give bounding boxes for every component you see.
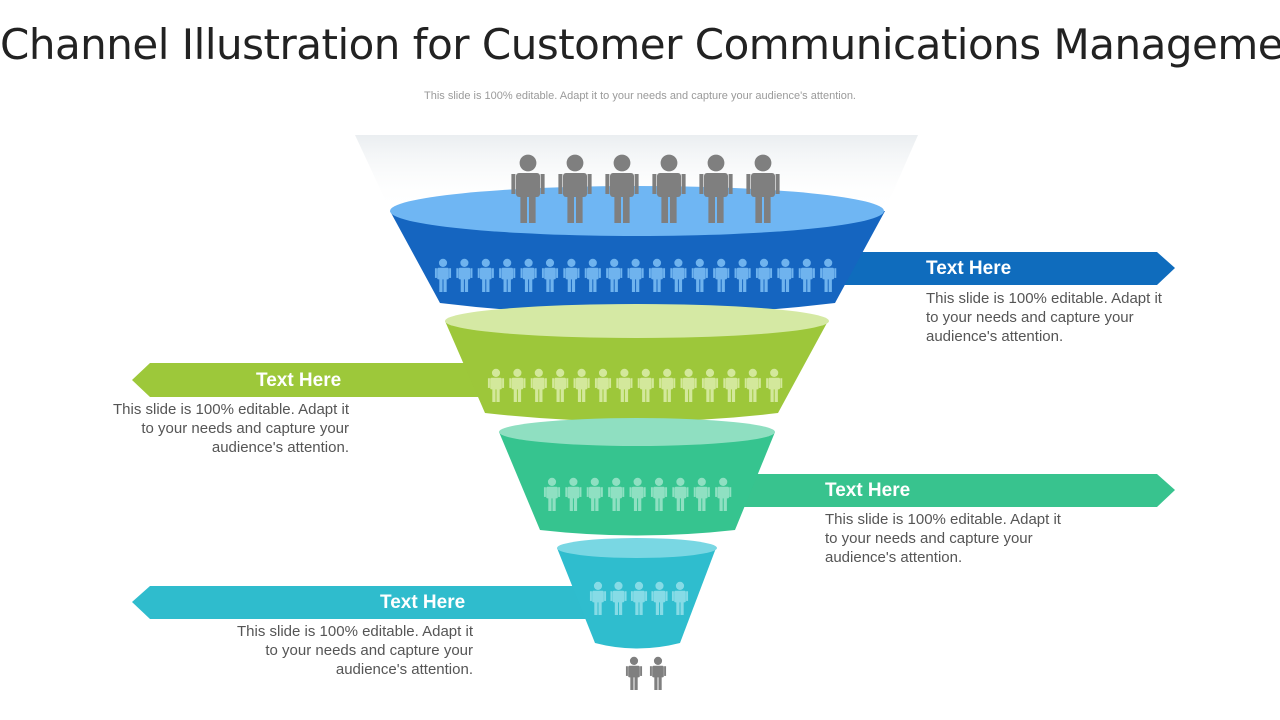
page-title: Channel Illustration for Customer Commun…: [0, 20, 1280, 69]
person-icon: [723, 368, 740, 402]
stage-4-desc-line: This slide is 100% editable. Adapt it: [237, 623, 473, 640]
stage-4-arrow: [132, 586, 600, 619]
person-icon: [605, 154, 639, 223]
person-icon: [586, 477, 603, 511]
person-icon: [671, 581, 689, 615]
stage-2-heading: Text Here: [256, 370, 342, 391]
stage-3-top: [499, 418, 775, 446]
stage-1-desc-line: This slide is 100% editable. Adapt it: [926, 290, 1162, 307]
person-icon: [487, 368, 505, 402]
person-icon: [477, 258, 494, 292]
person-icon: [715, 477, 732, 511]
stage-2-people: [487, 368, 783, 402]
stage-3-heading: Text Here: [825, 480, 911, 501]
stage-1-arrow: [835, 252, 1175, 285]
person-icon: [563, 258, 580, 292]
person-icon: [652, 154, 686, 223]
person-icon: [766, 368, 783, 402]
person-icon: [434, 258, 452, 292]
person-icon: [616, 368, 633, 402]
stage-2-top: [445, 304, 829, 338]
stage-1-people: [434, 258, 837, 292]
stage-2-desc-line: This slide is 100% editable. Adapt it: [113, 401, 349, 418]
person-icon: [680, 368, 697, 402]
person-icon: [509, 368, 526, 402]
person-icon: [713, 258, 730, 292]
person-icon: [672, 477, 689, 511]
stage-4-heading: Text Here: [380, 592, 466, 613]
person-icon: [627, 258, 644, 292]
person-icon: [610, 581, 627, 615]
person-icon: [651, 581, 668, 615]
person-icon: [755, 258, 773, 292]
person-icon: [691, 258, 708, 292]
stage-2-arrow: [132, 363, 490, 397]
person-icon: [552, 368, 569, 402]
page-subtitle: This slide is 100% editable. Adapt it to…: [424, 90, 856, 102]
stage-1-description: This slide is 100% editable. Adapt it to…: [926, 289, 1186, 346]
person-icon: [746, 154, 780, 223]
person-icon: [649, 656, 667, 690]
stage-4-desc-line: to your needs and capture your: [265, 642, 473, 659]
person-icon: [520, 258, 537, 292]
bottom-people: [625, 656, 667, 690]
person-icon: [594, 368, 612, 402]
person-icon: [630, 581, 648, 615]
stage-4-people: [589, 581, 689, 615]
person-icon: [820, 258, 837, 292]
stage-2-desc-line: audience's attention.: [211, 439, 349, 456]
stage-4-top: [557, 538, 717, 558]
person-icon: [734, 258, 751, 292]
person-icon: [565, 477, 582, 511]
stage-1-desc-line: to your needs and capture your: [926, 309, 1134, 326]
person-icon: [744, 368, 761, 402]
person-icon: [650, 477, 668, 511]
person-icon: [543, 477, 561, 511]
person-icon: [541, 258, 559, 292]
person-icon: [637, 368, 654, 402]
person-icon: [629, 477, 646, 511]
person-icon: [699, 154, 733, 223]
stage-1-heading: Text Here: [926, 258, 1012, 279]
stage-3-people: [543, 477, 732, 511]
stage-3-description: This slide is 100% editable. Adapt it to…: [825, 510, 1085, 567]
stage-3-desc-line: audience's attention.: [825, 549, 963, 566]
person-icon: [606, 258, 623, 292]
person-icon: [701, 368, 719, 402]
person-icon: [456, 258, 473, 292]
person-icon: [499, 258, 516, 292]
person-icon: [798, 258, 815, 292]
stage-4-description: This slide is 100% editable. Adapt it to…: [213, 622, 473, 679]
person-icon: [530, 368, 547, 402]
person-icon: [558, 154, 592, 223]
person-icon: [573, 368, 590, 402]
person-icon: [648, 258, 666, 292]
person-icon: [511, 154, 545, 223]
person-icon: [693, 477, 710, 511]
person-icon: [625, 656, 643, 690]
stage-3-desc-line: to your needs and capture your: [825, 530, 1033, 547]
person-icon: [777, 258, 794, 292]
person-icon: [589, 581, 607, 615]
person-icon: [670, 258, 687, 292]
stage-4-desc-line: audience's attention.: [335, 661, 473, 678]
person-icon: [608, 477, 625, 511]
stage-2-desc-line: to your needs and capture your: [141, 420, 349, 437]
top-people: [511, 154, 780, 223]
stage-3-arrow: [725, 474, 1175, 507]
stage-2-description: This slide is 100% editable. Adapt it to…: [89, 400, 349, 457]
stage-1-desc-line: audience's attention.: [926, 328, 1064, 345]
stage-3-desc-line: This slide is 100% editable. Adapt it: [825, 511, 1061, 528]
person-icon: [659, 368, 676, 402]
person-icon: [584, 258, 601, 292]
